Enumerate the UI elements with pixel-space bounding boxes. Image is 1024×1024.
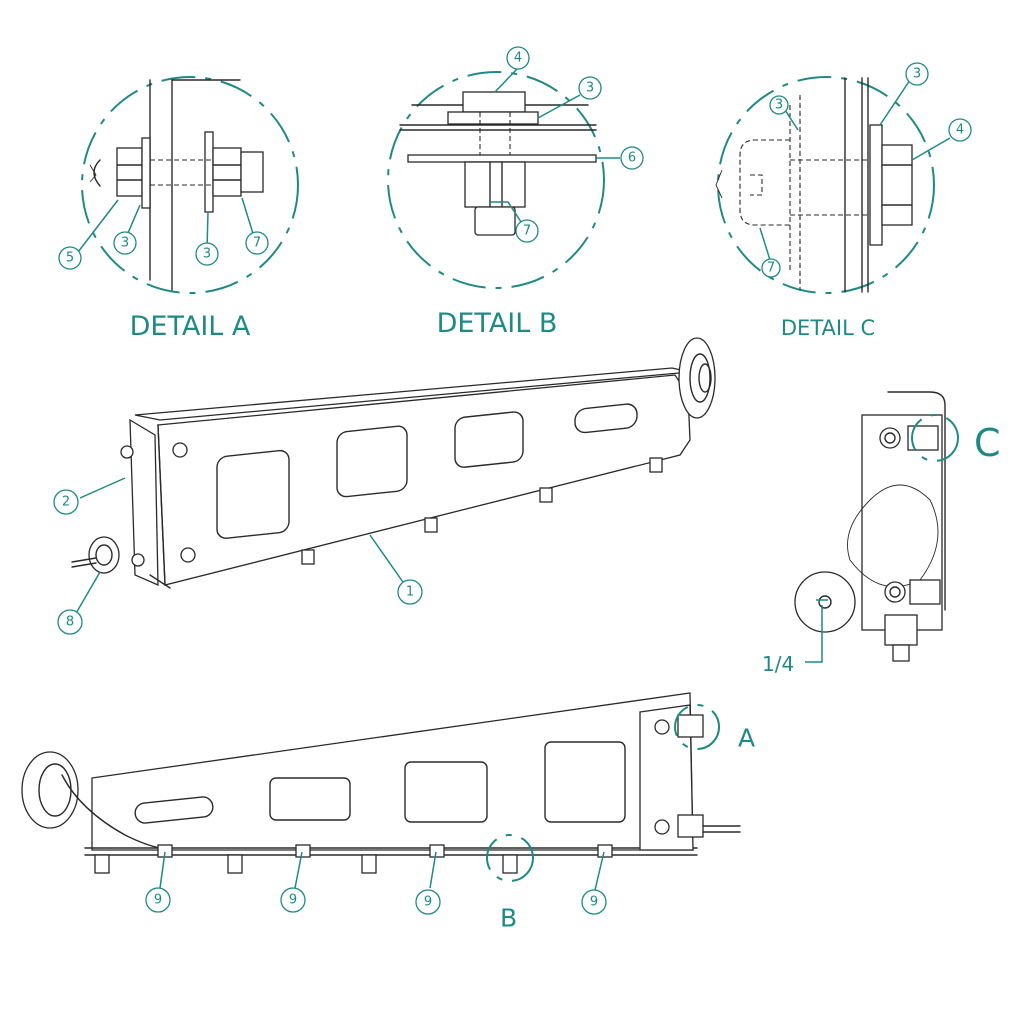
- end-plate-bolt: [120, 445, 134, 459]
- side-cutout: [269, 777, 351, 821]
- svg-text:8: 8: [66, 615, 74, 630]
- detail-a: [81, 76, 299, 294]
- balloon-main-2: 2: [53, 489, 79, 515]
- bracket-side-view: [21, 692, 741, 882]
- svg-text:7: 7: [767, 261, 775, 276]
- detail-b-boundary: [387, 71, 605, 289]
- detail-b-geometry: [399, 91, 597, 236]
- detail-a-title: DETAIL A: [130, 311, 251, 342]
- detail-a-marker: [674, 704, 720, 750]
- balloon-a-7: 7: [245, 231, 269, 255]
- web-cutout: [454, 411, 524, 468]
- balloon-main-1: 1: [397, 579, 423, 605]
- web-cutout: [216, 449, 290, 539]
- svg-text:7: 7: [253, 236, 261, 251]
- svg-text:4: 4: [514, 51, 522, 66]
- callout-a: A: [738, 724, 755, 753]
- balloon-b-7: 7: [515, 219, 539, 243]
- end-view-grommet: [794, 571, 856, 633]
- side-cutout: [544, 741, 626, 823]
- svg-text:3: 3: [586, 81, 594, 96]
- balloon-side-9-1: 9: [145, 887, 171, 913]
- balloon-a-5: 5: [58, 246, 82, 270]
- balloon-side-9-2: 9: [280, 887, 306, 913]
- balloon-b-3: 3: [578, 76, 602, 100]
- end-view: [794, 391, 959, 663]
- grommet: [88, 536, 120, 574]
- callout-b: B: [500, 904, 517, 933]
- svg-text:9: 9: [590, 895, 598, 910]
- balloon-b-4: 4: [506, 46, 530, 70]
- detail-c-marker: [911, 414, 959, 462]
- detail-c-title: DETAIL C: [781, 316, 875, 340]
- side-slot: [134, 796, 214, 824]
- svg-text:1: 1: [406, 585, 414, 600]
- side-end-plate: [639, 704, 694, 851]
- side-studs: [94, 844, 613, 874]
- balloon-side-9-4: 9: [581, 889, 607, 915]
- end-plate-bolt: [131, 553, 145, 567]
- side-end-ring: [21, 751, 79, 829]
- svg-text:9: 9: [424, 895, 432, 910]
- detail-b-marker: [486, 834, 534, 882]
- svg-text:4: 4: [956, 123, 964, 138]
- balloon-c-3-left: 3: [769, 95, 789, 115]
- svg-text:3: 3: [121, 236, 129, 251]
- balloon-c-4: 4: [948, 118, 972, 142]
- detail-b: [387, 71, 605, 289]
- detail-b-title: DETAIL B: [437, 308, 558, 339]
- web-bolt: [172, 442, 188, 458]
- web-slot: [574, 403, 638, 434]
- detail-a-geometry: [89, 79, 264, 291]
- bracket-isometric-view: [71, 337, 716, 589]
- svg-text:3: 3: [203, 247, 211, 262]
- end-view-flange: [887, 391, 946, 611]
- dimension-label: 1/4: [762, 652, 794, 676]
- bottom-studs: [301, 457, 663, 565]
- svg-text:9: 9: [154, 893, 162, 908]
- svg-text:9: 9: [289, 893, 297, 908]
- detail-c-boundary: [717, 76, 935, 294]
- balloon-a-3-left: 3: [113, 231, 137, 255]
- web-bolt: [180, 547, 196, 563]
- balloon-c-3-top: 3: [905, 62, 929, 86]
- svg-text:5: 5: [66, 251, 74, 266]
- balloon-b-6: 6: [620, 146, 644, 170]
- web-cutout: [336, 425, 408, 498]
- side-cutout: [404, 761, 488, 823]
- detail-c-geometry: [715, 77, 913, 293]
- svg-text:3: 3: [775, 98, 783, 113]
- end-plate: [129, 418, 159, 587]
- svg-text:3: 3: [913, 67, 921, 82]
- side-web: [91, 692, 694, 851]
- detail-a-boundary: [81, 76, 299, 294]
- balloon-c-7: 7: [761, 258, 781, 278]
- balloon-a-3-right: 3: [195, 242, 219, 266]
- svg-text:7: 7: [523, 224, 531, 239]
- balloon-side-9-3: 9: [415, 889, 441, 915]
- callout-c: C: [974, 421, 1001, 465]
- balloon-main-8: 8: [57, 609, 83, 635]
- dimension-leader: [805, 605, 823, 663]
- detail-c: [715, 76, 935, 294]
- svg-text:6: 6: [628, 151, 636, 166]
- svg-text:2: 2: [62, 495, 70, 510]
